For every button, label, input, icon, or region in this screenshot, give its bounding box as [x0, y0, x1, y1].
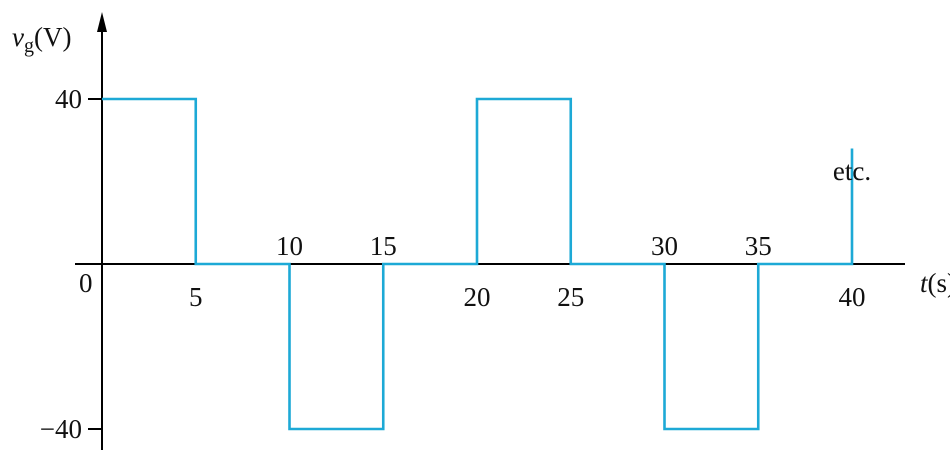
y-tick-label-1: −40 [40, 414, 82, 444]
x-tick-label-3: 20 [464, 282, 491, 312]
y-axis-arrow [97, 12, 107, 32]
tick-labels: 40 −40 5 10 15 20 25 30 35 40 [40, 84, 866, 444]
x-tick-label-5: 30 [651, 231, 678, 261]
y-tick-label-0: 40 [55, 84, 82, 114]
x-tick-label-2: 15 [370, 231, 397, 261]
x-tick-label-0: 5 [189, 282, 203, 312]
x-tick-label-4: 25 [557, 282, 584, 312]
voltage-waveform [102, 97, 854, 431]
x-axis-label-unit: (s) [928, 268, 950, 298]
y-axis-label-sub: g [24, 35, 34, 57]
y-axis-label: vg(V) [12, 22, 71, 57]
x-axis-label: t(s) [920, 268, 950, 298]
x-axis-label-var: t [920, 268, 929, 298]
x-tick-label-7: 40 [839, 282, 866, 312]
x-tick-label-6: 35 [745, 231, 772, 261]
origin-label: 0 [79, 268, 93, 298]
y-axis-label-unit: (V) [34, 22, 71, 52]
axes [75, 12, 905, 450]
y-axis-label-var: v [12, 22, 24, 52]
x-tick-label-1: 10 [276, 231, 303, 261]
etc-annotation: etc. [833, 156, 871, 186]
ticks [88, 98, 102, 430]
